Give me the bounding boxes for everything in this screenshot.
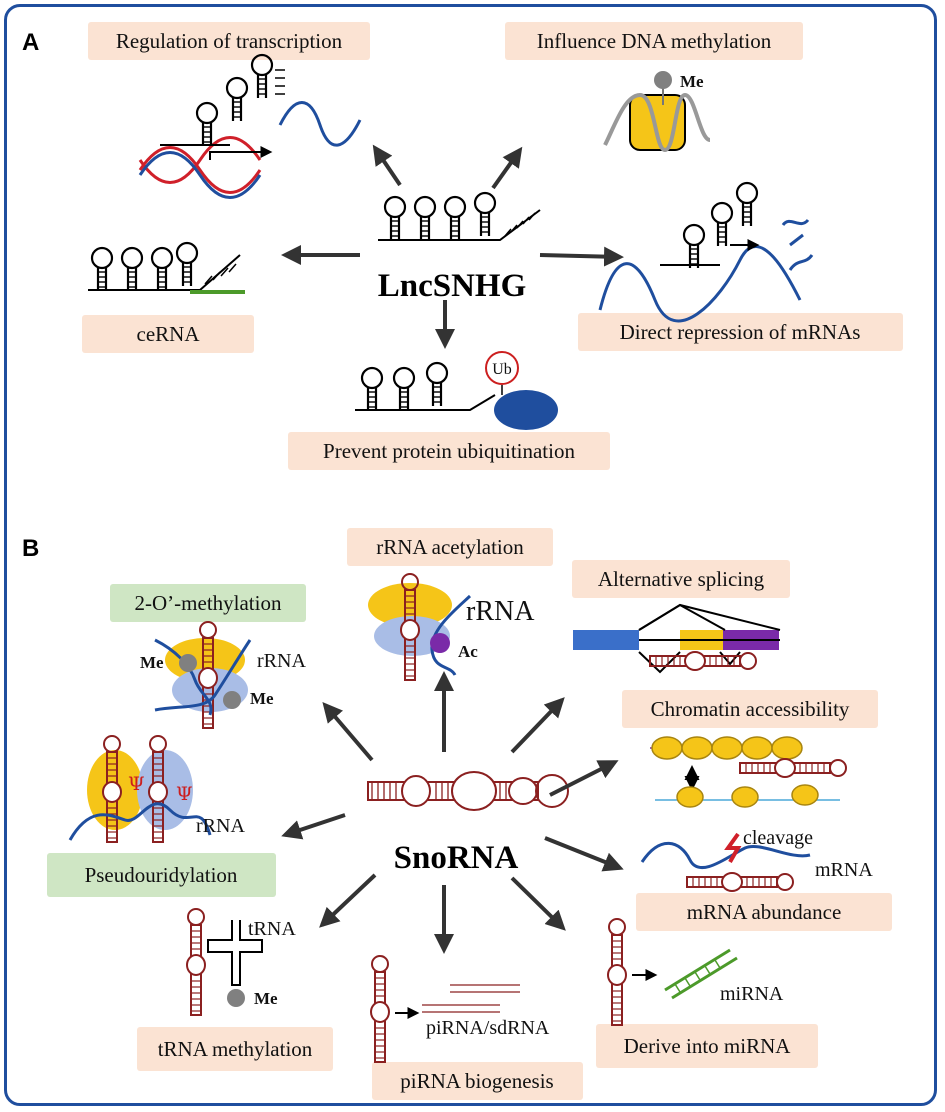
arrow-to-2o-methylation	[322, 701, 374, 762]
box-trna-methylation	[137, 1027, 333, 1071]
arrow-to-alternative-splicing	[510, 697, 565, 754]
ub-label: Ub	[492, 361, 512, 378]
box-direct-repression	[578, 313, 903, 351]
box-2o-methylation	[110, 584, 306, 622]
arrow-to-trna-methylation	[319, 873, 377, 928]
mrna-label: mRNA	[815, 859, 873, 881]
snorna-center-structure	[367, 771, 569, 811]
label-regulation-of-transcription: Regulation of transcription	[116, 29, 343, 53]
me-label-trna: Me	[254, 989, 278, 1008]
chromatin-illustration	[650, 736, 847, 808]
box-influence-dna-methylation	[505, 22, 803, 60]
trna-methylation-illustration	[186, 908, 263, 1016]
label-rrna-acetylation: rRNA acetylation	[376, 535, 524, 559]
label-derive-into-mirna: Derive into miRNA	[624, 1034, 792, 1058]
rrna-label-acetylation: rRNA	[466, 596, 535, 627]
panel-a-arrows	[281, 144, 624, 349]
arrow-to-pseudouridylation	[281, 813, 346, 840]
me-label-2o-b: Me	[250, 689, 274, 708]
box-pirna-biogenesis	[372, 1062, 583, 1100]
arrow-to-transcription	[372, 144, 402, 187]
pirna-sdrna-label: piRNA/sdRNA	[426, 1017, 550, 1039]
box-prevent-ubiquitination	[288, 432, 610, 470]
arrow-to-derive-mirna	[510, 876, 566, 931]
box-cerna	[82, 315, 254, 353]
cleavage-label: cleavage	[743, 827, 813, 849]
label-trna-methylation: tRNA methylation	[158, 1037, 313, 1061]
lncsnhg-rna-structure	[378, 191, 541, 242]
label-pirna-biogenesis: piRNA biogenesis	[400, 1069, 553, 1093]
me-label-2o-a: Me	[140, 653, 164, 672]
derive-mirna-illustration	[607, 918, 738, 1026]
arrow-to-direct-repression	[539, 246, 624, 267]
psi-label-b: Ψ	[176, 783, 193, 805]
panel-b-arrows	[281, 671, 624, 954]
label-pseudouridylation: Pseudouridylation	[85, 863, 238, 887]
cerna-illustration	[88, 241, 245, 294]
label-chromatin-accessibility: Chromatin accessibility	[651, 697, 850, 721]
transcription-illustration	[138, 53, 362, 199]
rrna-label-pseudo: rRNA	[196, 815, 245, 837]
snorna-center-label: SnoRNA	[394, 840, 519, 876]
label-prevent-ubiquitination: Prevent protein ubiquitination	[323, 439, 575, 463]
box-derive-into-mirna	[596, 1024, 818, 1068]
figure-frame	[4, 4, 937, 1106]
box-mrna-abundance	[636, 893, 892, 931]
panel-b-label: B	[22, 535, 39, 562]
box-rrna-acetylation	[347, 528, 553, 566]
label-2o-methylation: 2-O’-methylation	[135, 591, 282, 615]
box-pseudouridylation	[47, 853, 276, 897]
mrna-abundance-illustration	[640, 832, 811, 892]
lncsnhg-center-label: LncSNHG	[378, 268, 527, 304]
psi-label-a: Ψ	[128, 773, 145, 795]
direct-repression-illustration	[598, 181, 814, 323]
rrna-label-2o: rRNA	[257, 650, 306, 672]
alternative-splicing-illustration	[573, 603, 781, 674]
trna-label: tRNA	[248, 918, 296, 940]
box-alternative-splicing	[572, 560, 790, 598]
pirna-biogenesis-illustration	[370, 955, 520, 1063]
arrow-to-mrna-abundance	[544, 836, 624, 872]
label-influence-dna-methylation: Influence DNA methylation	[537, 29, 772, 53]
rrna-acetylation-illustration	[368, 573, 472, 681]
panel-a-label: A	[22, 29, 39, 56]
box-regulation-of-transcription	[88, 22, 370, 60]
mirna-label: miRNA	[720, 983, 784, 1005]
label-direct-repression: Direct repression of mRNAs	[620, 320, 861, 344]
arrow-to-dna-methylation	[491, 146, 523, 190]
label-alternative-splicing: Alternative splicing	[598, 567, 765, 591]
dna-methylation-illustration	[603, 71, 711, 153]
arrow-to-chromatin	[549, 760, 619, 797]
box-chromatin-accessibility	[622, 690, 878, 728]
ac-label: Ac	[458, 642, 478, 661]
2o-methylation-illustration	[154, 621, 252, 729]
ubiquitination-illustration	[355, 351, 558, 430]
label-mrna-abundance: mRNA abundance	[687, 900, 842, 924]
me-label-dna: Me	[680, 72, 704, 91]
pseudouridylation-illustration	[68, 735, 212, 843]
label-cerna: ceRNA	[137, 322, 201, 346]
